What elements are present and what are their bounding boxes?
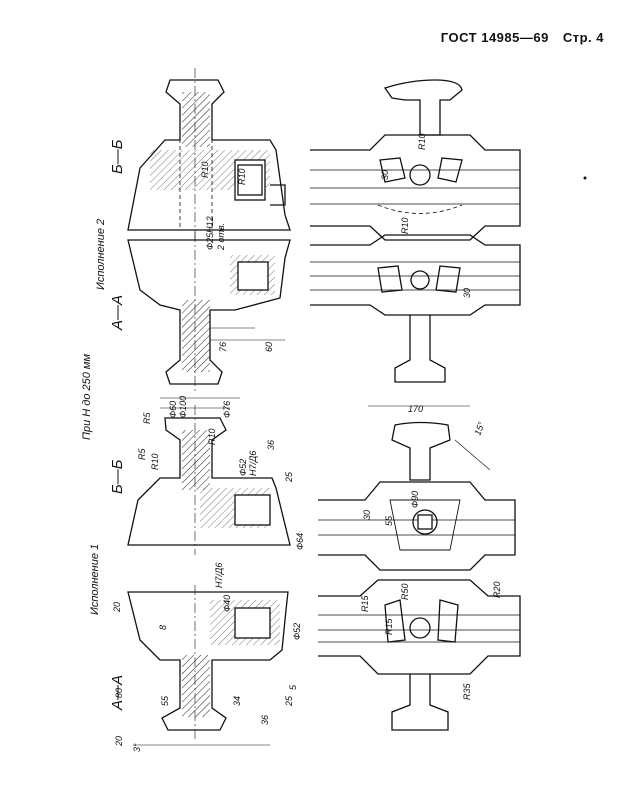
dim-r35: R35 [462,682,472,700]
dim-r10-b: R10 [237,168,247,185]
dim-r15: R15 [360,594,370,612]
dim-r10-d: R10 [207,428,217,445]
dim-170: 170 [408,404,423,414]
dim-d40: Ф40 [222,595,232,612]
plan-view-3 [318,405,516,571]
dim-15deg: 15° [472,420,486,437]
dim-34: 34 [232,696,242,706]
section-label-aa-1: А—А [109,675,126,711]
dim-r20: R20 [492,581,502,598]
caption-variant1: Исполнение 1 [89,544,101,615]
dim-fit-h7: Н7/Д6 [248,451,258,476]
dim-30-plan1: 30 [380,170,390,180]
dim-60: 60 [264,342,274,352]
dim-76: 76 [218,342,228,352]
caption-variant2: Исполнение 2 [95,219,107,290]
dim-d40-fit: Н7/Д6 [214,563,224,588]
section-label-aa-2: А—А [109,295,126,331]
dim-d64: Ф64 [295,533,305,550]
dim-80: 80 [114,688,124,698]
gost-number: ГОСТ 14985—69 [440,30,549,45]
dim-r50: R50 [400,583,410,600]
dim-8: 8 [158,625,168,630]
dim-d76: Ф76 [222,401,232,418]
dim-25: 25 [284,471,294,483]
dim-30-plan2: 30 [462,288,472,298]
section-bb-variant1 [127,397,291,555]
section-label-bb-1: Б—Б [109,459,126,494]
page-number: Стр. 4 [562,30,604,45]
dim-r10-a: R10 [200,161,210,178]
plan-view-4 [318,579,521,731]
dim-d60: Ф60 [168,401,178,418]
dim-5: 5 [288,684,298,690]
dim-55: 55 [160,695,170,706]
dim-3deg: 3° [132,743,142,752]
page-header: ГОСТ 14985—69 Стр. 4 [441,30,604,45]
dim-r15-b: R15 [384,617,394,635]
caption-height-note: При H до 250 мм [81,354,93,440]
section-aa-variant1 [127,585,289,746]
dim-36: 36 [266,440,276,450]
dim-25-b: 25 [284,695,294,707]
dim-holes: 2 отв. [216,223,226,251]
dim-d52b: Ф52 [292,623,302,640]
section-bb-variant2 [127,68,291,240]
dim-20-top: 20 [112,602,122,613]
plan-view-1 [310,79,521,241]
dim-r10-plan1b: R10 [400,217,410,234]
dot-mark [583,176,587,180]
dim-r5: R5 [142,412,152,424]
plan-view-2 [310,234,521,383]
dim-55-plan: 55 [384,515,394,526]
dim-r5-b: R5 [137,448,147,460]
section-aa-variant2 [127,232,291,392]
dim-d25-bore: Ф25Н12 [205,216,215,250]
dim-d90: Ф90 [410,491,420,508]
dim-100: Ф100 [178,396,188,418]
section-label-bb-2: Б—Б [109,139,126,174]
dim-r10-plan1: R10 [417,133,427,150]
dim-r10-c: R10 [150,453,160,470]
dim-36-b: 36 [260,715,270,725]
dim-d52: Ф52 [238,459,248,476]
dim-30-plan3: 30 [362,510,372,520]
dim-20-bottom: 20 [114,736,124,747]
